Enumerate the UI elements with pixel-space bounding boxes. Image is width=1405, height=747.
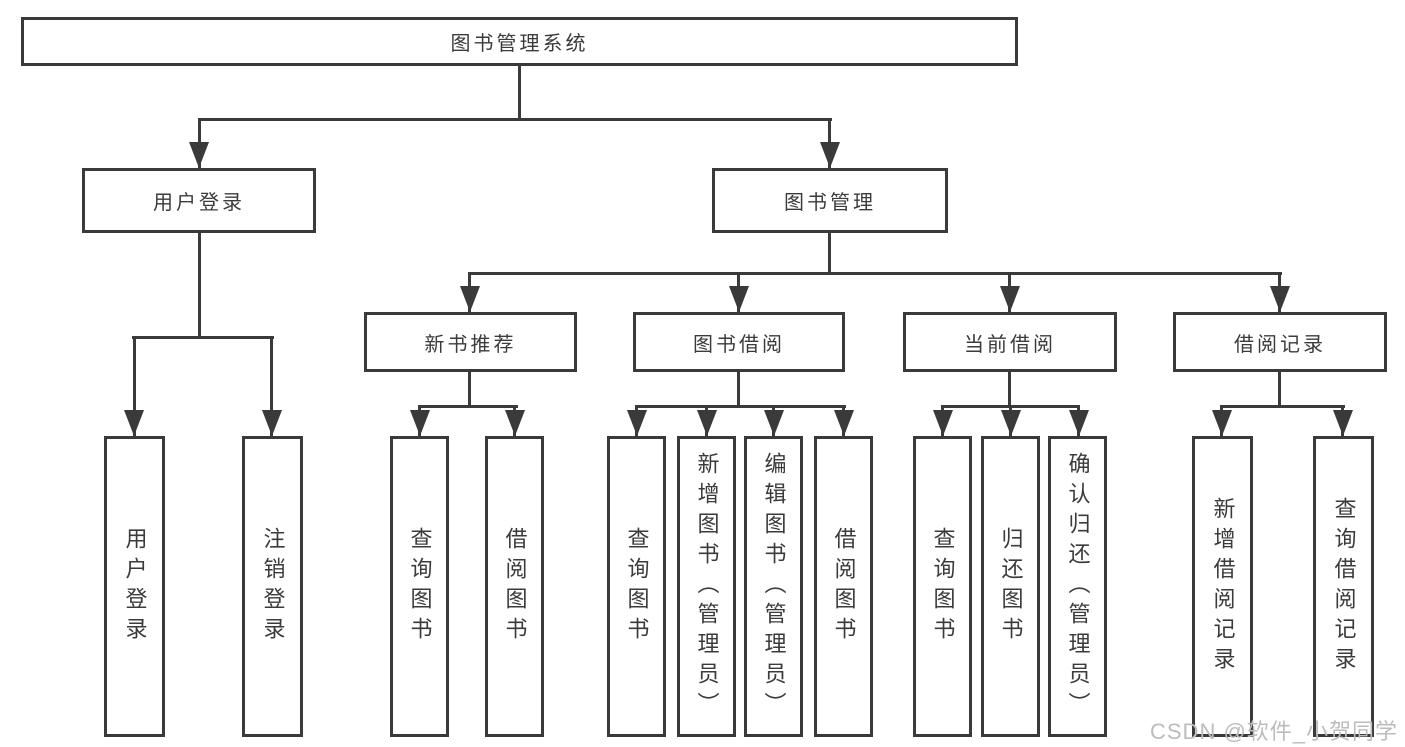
- leaf-query-borrow-record: 查询借阅记录: [1313, 436, 1374, 737]
- connector-to-leaf-logout: [270, 336, 273, 436]
- connector-book-management-stem: [828, 233, 831, 274]
- node-book-management: 图书管理: [712, 168, 948, 233]
- arrowhead-icon: [1069, 410, 1089, 436]
- connector-root-hbar: [198, 118, 832, 121]
- connector-to-leaf-user-login: [133, 336, 136, 436]
- leaf-edit-books-admin: 编辑图书（管理员）: [744, 436, 803, 737]
- connector-borrow-records-hbar: [1220, 405, 1345, 408]
- connector-book-management-hbar: [468, 272, 1282, 275]
- arrowhead-icon: [189, 142, 209, 168]
- arrowhead-icon: [834, 410, 854, 436]
- arrowhead-icon: [627, 410, 647, 436]
- arrowhead-icon: [505, 410, 525, 436]
- leaf-query-books-recommend: 查询图书: [390, 436, 449, 737]
- arrowhead-icon: [1270, 286, 1290, 312]
- connector-current-borrow-stem: [1008, 372, 1011, 407]
- node-new-book-recommend: 新书推荐: [364, 312, 577, 372]
- node-current-borrow: 当前借阅: [903, 312, 1117, 372]
- leaf-borrow-books: 借阅图书: [814, 436, 873, 737]
- arrowhead-icon: [460, 286, 480, 312]
- arrowhead-icon: [820, 142, 840, 168]
- leaf-borrow-books-recommend: 借阅图书: [485, 436, 544, 737]
- leaf-confirm-return-admin: 确认归还（管理员）: [1048, 436, 1107, 737]
- connector-user-login-stem: [198, 233, 201, 339]
- leaf-query-books-borrow: 查询图书: [607, 436, 666, 737]
- leaf-add-borrow-record: 新增借阅记录: [1192, 436, 1253, 737]
- arrowhead-icon: [729, 286, 749, 312]
- node-borrow-records: 借阅记录: [1173, 312, 1387, 372]
- arrowhead-icon: [1212, 410, 1232, 436]
- connector-new-book-hbar: [418, 405, 518, 408]
- arrowhead-icon: [933, 410, 953, 436]
- arrowhead-icon: [697, 410, 717, 436]
- arrowhead-icon: [410, 410, 430, 436]
- leaf-logout: 注销登录: [242, 436, 303, 737]
- node-library-management-system: 图书管理系统: [21, 17, 1018, 66]
- leaf-add-books-admin: 新增图书（管理员）: [677, 436, 736, 737]
- connector-root-stem: [518, 64, 521, 121]
- arrowhead-icon: [764, 410, 784, 436]
- leaf-query-books-current: 查询图书: [913, 436, 972, 737]
- arrowhead-icon: [1333, 410, 1353, 436]
- node-user-login: 用户登录: [82, 168, 316, 233]
- leaf-user-login: 用户登录: [104, 436, 165, 737]
- connector-book-borrow-hbar: [635, 405, 846, 408]
- arrowhead-icon: [262, 410, 282, 436]
- csdn-watermark: CSDN @软件_小贺同学: [1150, 719, 1399, 744]
- arrowhead-icon: [124, 410, 144, 436]
- connector-book-borrow-stem: [737, 372, 740, 407]
- arrowhead-icon: [1000, 286, 1020, 312]
- arrowhead-icon: [1001, 410, 1021, 436]
- leaf-return-books: 归还图书: [981, 436, 1040, 737]
- connector-user-login-hbar: [132, 336, 274, 339]
- connector-new-book-stem: [468, 372, 471, 407]
- connector-borrow-records-stem: [1278, 372, 1281, 407]
- node-book-borrow: 图书借阅: [633, 312, 845, 372]
